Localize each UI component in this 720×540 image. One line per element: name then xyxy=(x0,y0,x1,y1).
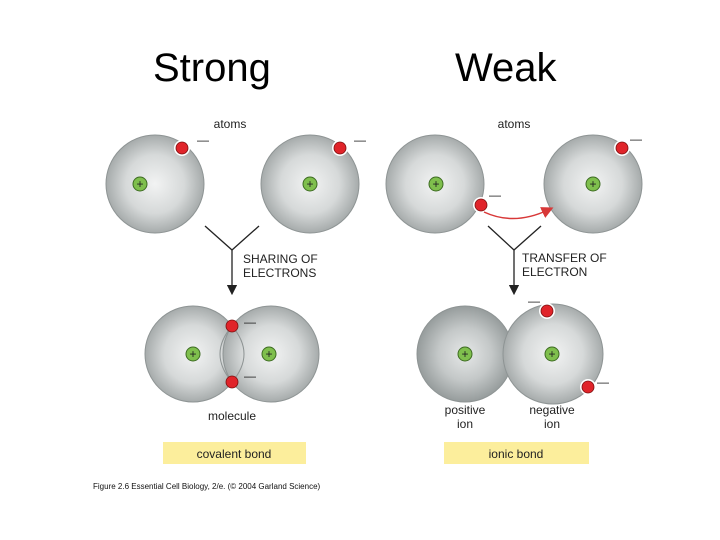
electron-icon xyxy=(615,141,629,155)
nucleus-icon xyxy=(302,176,318,192)
negative-ion-label-1: negative xyxy=(529,403,575,417)
ionic-process-line2: ELECTRON xyxy=(522,265,587,279)
ionic-bond-label: ionic bond xyxy=(489,447,544,461)
plus-sign: + xyxy=(265,347,272,361)
ionic-bond-box xyxy=(444,442,589,464)
minus-sign: — xyxy=(354,133,366,147)
nucleus-icon xyxy=(185,346,201,362)
positive-ion-label-1: positive xyxy=(445,403,486,417)
nucleus-icon xyxy=(132,176,148,192)
covalent-process-line2: ELECTRONS xyxy=(243,266,316,280)
nucleus-icon xyxy=(457,346,473,362)
covalent-atom-right: + — xyxy=(260,133,366,234)
covalent-merge-arrow xyxy=(204,225,260,296)
ionic-positive-ion: + xyxy=(416,305,514,403)
covalent-atoms-label: atoms xyxy=(214,117,247,131)
electron-icon xyxy=(225,319,239,333)
covalent-process-line1: SHARING OF xyxy=(243,252,318,266)
plus-sign: + xyxy=(589,177,596,191)
nucleus-icon xyxy=(261,346,277,362)
transfer-arrow xyxy=(483,207,554,220)
heading-weak: Weak xyxy=(455,46,557,90)
plus-sign: + xyxy=(548,347,555,361)
ionic-merge-arrow xyxy=(487,225,542,296)
ionic-atom-right: + — xyxy=(543,132,643,234)
nucleus-icon xyxy=(544,346,560,362)
electron-icon xyxy=(175,141,189,155)
minus-sign: — xyxy=(244,369,256,383)
minus-sign: — xyxy=(630,132,642,146)
plus-sign: + xyxy=(306,177,313,191)
nucleus-icon xyxy=(585,176,601,192)
electron-icon xyxy=(333,141,347,155)
ionic-atoms-label: atoms xyxy=(498,117,531,131)
minus-sign: — xyxy=(244,315,256,329)
covalent-atom-left: + — xyxy=(105,133,209,234)
electron-icon xyxy=(581,380,595,394)
plus-sign: + xyxy=(136,177,143,191)
electron-icon xyxy=(474,198,488,212)
figure-caption: Figure 2.6 Essential Cell Biology, 2/e. … xyxy=(93,482,321,491)
ionic-negative-ion: + — — xyxy=(502,294,609,405)
ionic-process-line1: TRANSFER OF xyxy=(522,251,607,265)
negative-ion-label-2: ion xyxy=(544,417,560,431)
covalent-molecule: + + — — xyxy=(144,305,320,403)
minus-sign: — xyxy=(489,188,501,202)
covalent-result-label: molecule xyxy=(208,409,256,423)
minus-sign: — xyxy=(528,294,540,308)
minus-sign: — xyxy=(197,133,209,147)
heading-strong: Strong xyxy=(153,46,271,90)
electron-icon xyxy=(540,304,554,318)
ionic-atom-left: + — xyxy=(385,134,501,234)
nucleus-icon xyxy=(428,176,444,192)
electron-icon xyxy=(225,375,239,389)
covalent-bond-label: covalent bond xyxy=(197,447,272,461)
minus-sign: — xyxy=(597,375,609,389)
covalent-bond-box xyxy=(163,442,306,464)
plus-sign: + xyxy=(432,177,439,191)
plus-sign: + xyxy=(461,347,468,361)
positive-ion-label-2: ion xyxy=(457,417,473,431)
plus-sign: + xyxy=(189,347,196,361)
